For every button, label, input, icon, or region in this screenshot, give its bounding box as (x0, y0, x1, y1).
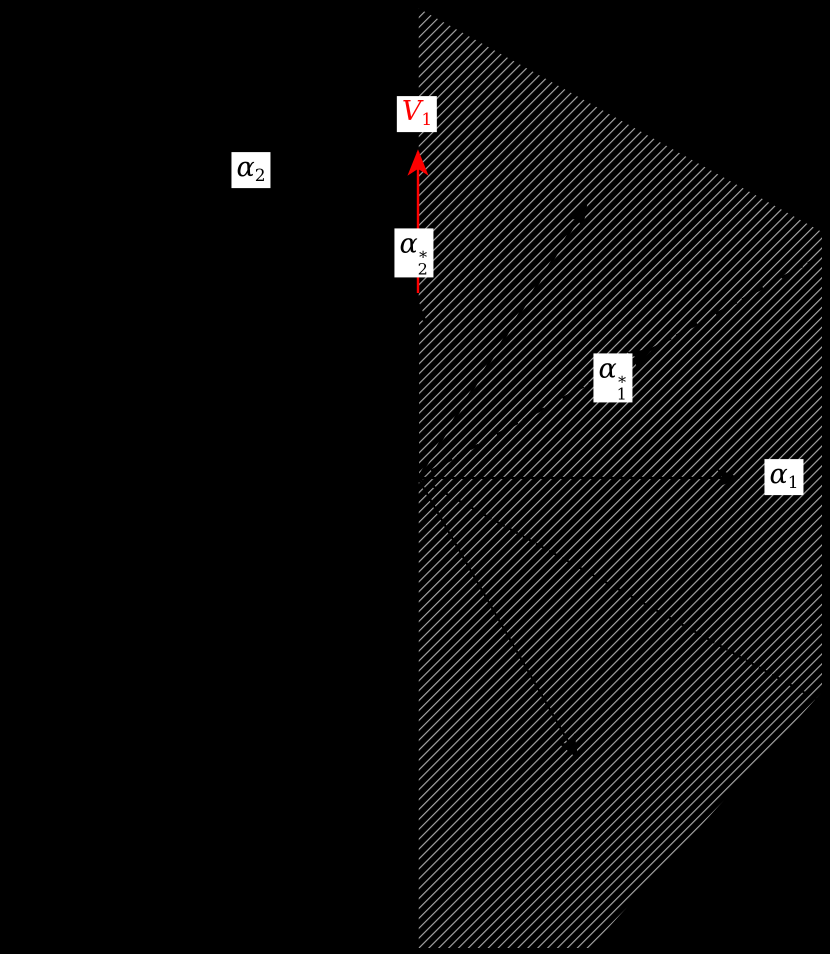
label-alpha2-sub: 2 (254, 166, 266, 187)
label-alpha2-star: α∗2 (394, 228, 434, 278)
label-alpha2-star-base: α (399, 228, 418, 260)
label-alpha1-star: α∗1 (593, 353, 633, 403)
label-alpha1-sub: 1 (787, 473, 799, 494)
label-v1-base: V (401, 96, 422, 128)
label-alpha2-star-sup: ∗ (417, 244, 429, 264)
label-alpha1-star-scripts: ∗1 (616, 369, 628, 403)
alpha1-star-line-extension (649, 260, 813, 351)
label-alpha2-base: α (236, 152, 255, 184)
label-alpha1-star-sub: 1 (616, 383, 627, 403)
lower-dashed-line (417, 477, 817, 700)
label-alpha1-star-sup: ∗ (616, 369, 628, 389)
label-v1-sub: 1 (421, 110, 433, 131)
label-alpha2: α2 (231, 152, 271, 188)
label-alpha2-star-scripts: ∗2 (417, 244, 429, 278)
label-alpha1-star-base: α (598, 353, 617, 385)
label-alpha1-base: α (769, 459, 788, 491)
lower-steep-vector-arrow (417, 477, 579, 760)
label-v1: V1 (396, 96, 438, 132)
label-alpha1: α1 (764, 459, 804, 495)
label-alpha2-star-sub: 2 (417, 258, 428, 278)
alpha2-vector-arrow (260, 202, 419, 479)
upper-steep-vector-arrow (417, 203, 588, 479)
